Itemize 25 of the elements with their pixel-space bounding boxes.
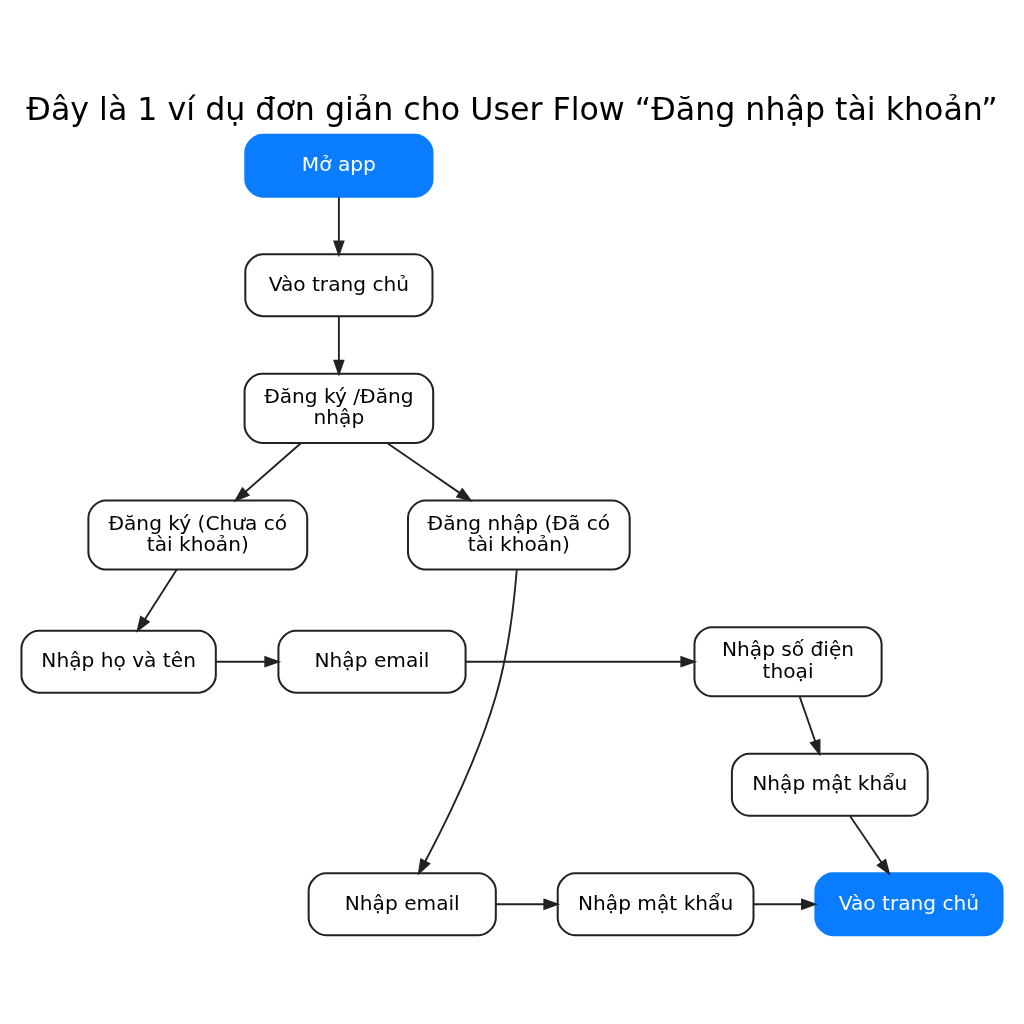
arrow bbox=[136, 568, 178, 633]
node-box: Nhập email bbox=[277, 629, 467, 694]
arrow bbox=[333, 196, 345, 258]
arrow bbox=[215, 655, 282, 668]
node-box: Vào trang chủ bbox=[244, 253, 434, 318]
arrow bbox=[233, 442, 302, 503]
node-box: Vào trang chủ bbox=[814, 872, 1004, 937]
arrow bbox=[752, 898, 818, 911]
node-box: Đăng ký (Chưa có tài khoản) bbox=[87, 499, 309, 571]
arrow bbox=[333, 315, 345, 377]
arrow bbox=[386, 442, 473, 502]
node-box: Nhập số điện thoại bbox=[693, 626, 883, 698]
node-box: Mở app bbox=[244, 133, 434, 198]
arrow bbox=[417, 569, 518, 876]
node-box: Nhập email bbox=[307, 872, 497, 937]
node-box: Đăng ký /Đăng nhập bbox=[243, 372, 435, 444]
arrow bbox=[495, 898, 561, 911]
node-box: Nhập mật khẩu bbox=[556, 872, 755, 937]
arrow bbox=[849, 815, 891, 876]
node-box: Đăng nhập (Đã có tài khoản) bbox=[407, 499, 631, 571]
arrow bbox=[798, 695, 821, 757]
arrow bbox=[464, 655, 698, 668]
node-box: Nhập họ và tên bbox=[20, 629, 217, 694]
node-box: Nhập mật khẩu bbox=[730, 752, 929, 817]
diagram-title: Đây là 1 ví dụ đơn giản cho User Flow “Đăng nhập tài khoản” bbox=[26, 90, 998, 127]
